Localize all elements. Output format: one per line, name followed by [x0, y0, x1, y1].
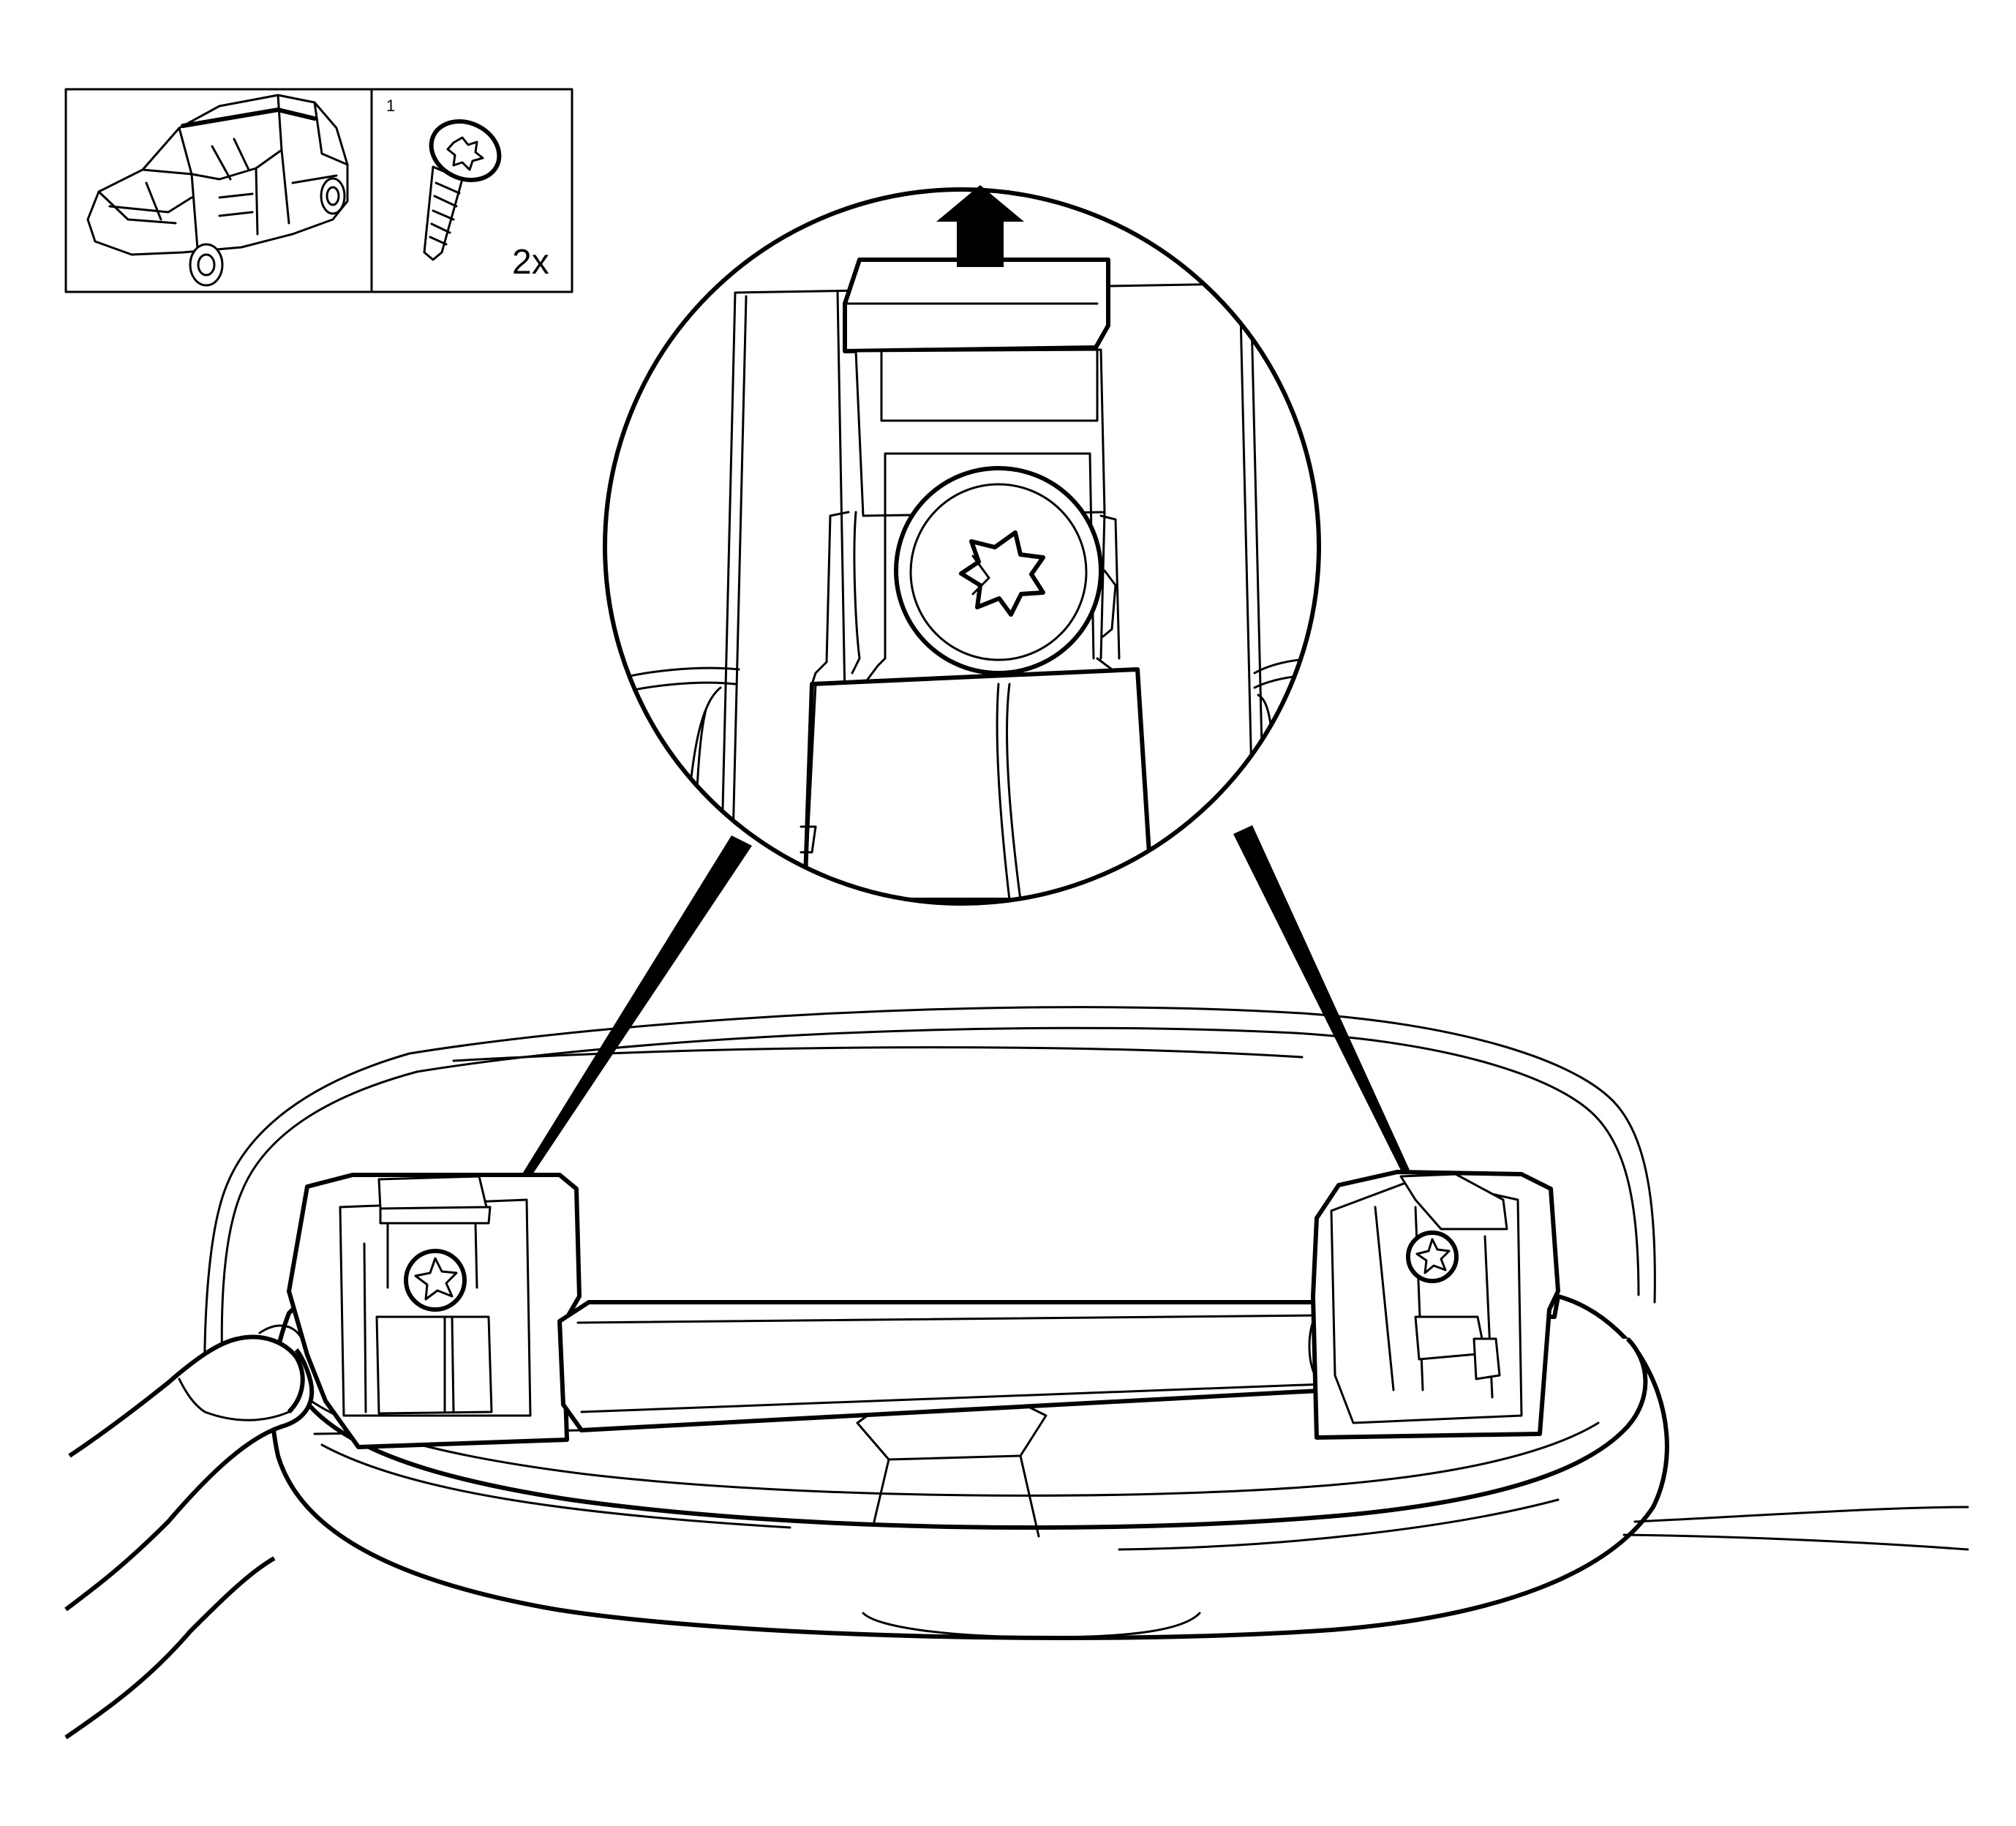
item-number: 1 — [386, 97, 395, 115]
detail-magnifier — [603, 185, 1321, 906]
parts-legend-box: 1 2x — [64, 88, 573, 293]
quantity-label: 2x — [512, 243, 549, 282]
torx-screw-icon — [423, 119, 502, 261]
vehicle-wireframe-icon — [86, 94, 349, 287]
right-bracket — [1311, 1170, 1560, 1440]
roof-console-assembly — [64, 1006, 1969, 1740]
left-bracket — [287, 1173, 582, 1449]
hand-holding-console — [64, 1324, 315, 1740]
arrow-up-icon — [936, 185, 1024, 267]
